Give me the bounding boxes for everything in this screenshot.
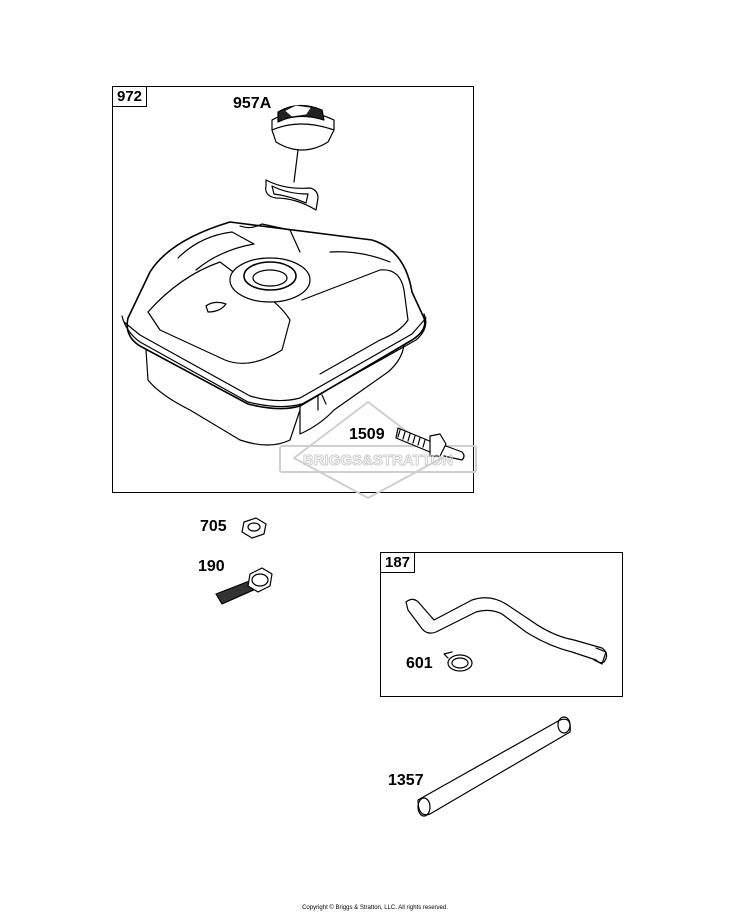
- hose-clamp-icon: [443, 651, 473, 672]
- fuel-line-group-label: 187: [381, 553, 416, 573]
- hex-nut-icon: [241, 517, 267, 539]
- fuel-line-group-frame: 187: [380, 552, 623, 697]
- watermark-text: BRIGGS&STRATTON: [303, 452, 453, 469]
- fuel-line-icon: [405, 597, 608, 665]
- fuel-cap-callout: 957A: [233, 95, 272, 112]
- tank-group-frame: 972: [112, 86, 474, 493]
- watermark-logo: [279, 401, 477, 499]
- flange-bolt-icon: [215, 567, 273, 605]
- hose-clamp-callout: 601: [406, 655, 433, 672]
- fuel-fitting-icon: [395, 427, 465, 461]
- fuel-tank-icon: [121, 221, 427, 446]
- fuel-tube-icon: [417, 716, 571, 817]
- flange-bolt-callout: 190: [198, 558, 225, 575]
- fuel-fitting-callout: 1509: [349, 426, 385, 443]
- hex-nut-callout: 705: [200, 518, 227, 535]
- tank-group-label: 972: [113, 87, 148, 107]
- fuel-cap-icon: [265, 104, 335, 211]
- fuel-tube-callout: 1357: [388, 772, 424, 789]
- copyright-notice: Copyright © Briggs & Stratton, LLC. All …: [302, 905, 448, 911]
